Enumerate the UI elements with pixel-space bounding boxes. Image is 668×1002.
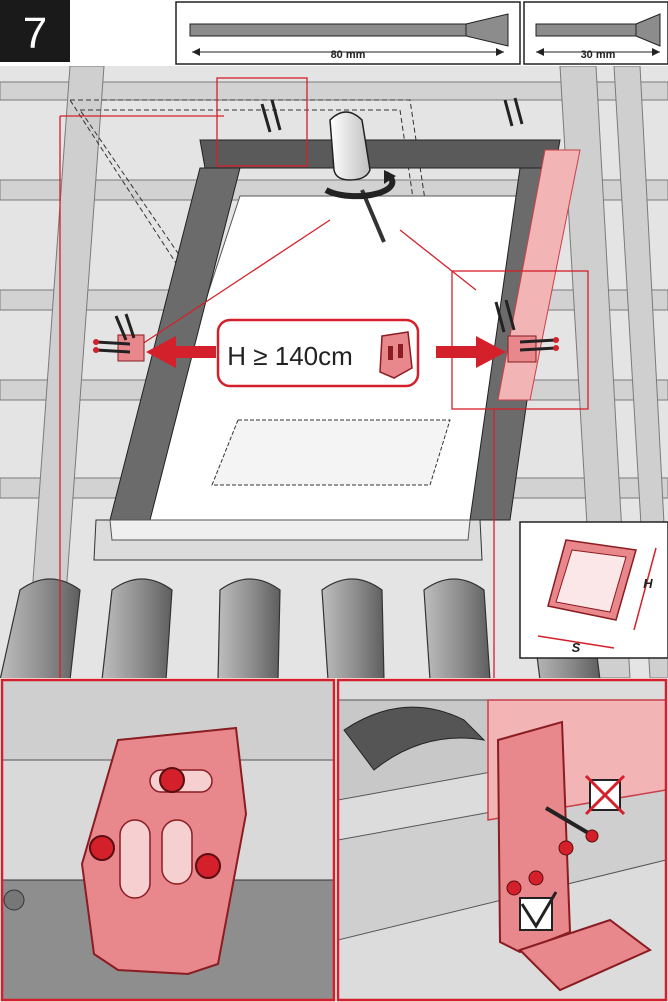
width-arrow	[146, 336, 506, 368]
width-letter: S	[572, 640, 581, 655]
window-frame	[93, 139, 581, 561]
screw-icon	[195, 853, 221, 879]
top-screws	[260, 97, 524, 133]
height-letter: H	[643, 576, 653, 591]
opening-inner	[211, 419, 451, 486]
bracket-icon	[379, 331, 413, 379]
detail-right-panel	[338, 680, 666, 1000]
screw-80mm-panel: 80 mm	[175, 1, 521, 65]
screw-30mm-label: 30 mm	[581, 49, 616, 61]
incorrect-mark-icon	[584, 774, 626, 816]
main-panel: H ≥ 140cm H S	[0, 66, 668, 678]
angle-bracket	[496, 720, 652, 992]
bracket-closeup	[80, 726, 248, 976]
detail-left-panel	[2, 680, 334, 1000]
wrong-screw	[544, 806, 599, 843]
screw-30mm-icon	[535, 13, 661, 56]
callout-text: H ≥ 140cm	[227, 341, 353, 371]
screw-icon	[506, 880, 522, 896]
left-bracket-group	[93, 313, 145, 362]
dimension-callout: H ≥ 140cm	[216, 318, 420, 388]
header: 7 80 mm 30 mm	[0, 0, 668, 65]
screw-30mm-panel: 30 mm	[523, 1, 668, 65]
screw-icon	[558, 840, 574, 856]
correct-mark-icon	[519, 891, 558, 931]
step-number: 7	[23, 9, 47, 58]
step-badge: 7	[0, 0, 70, 62]
screw-icon	[89, 835, 115, 861]
screw-80mm-icon	[189, 13, 509, 56]
screw-80mm-label: 80 mm	[331, 49, 366, 61]
screw-icon	[528, 870, 544, 886]
screw-icon	[159, 767, 185, 793]
screw-head-icon	[3, 889, 25, 911]
dimension-inset: H S	[519, 521, 668, 659]
screwdriver	[324, 111, 396, 243]
window-model-icon	[547, 539, 637, 621]
right-bracket-group	[494, 299, 559, 363]
detail-guides	[59, 77, 589, 678]
